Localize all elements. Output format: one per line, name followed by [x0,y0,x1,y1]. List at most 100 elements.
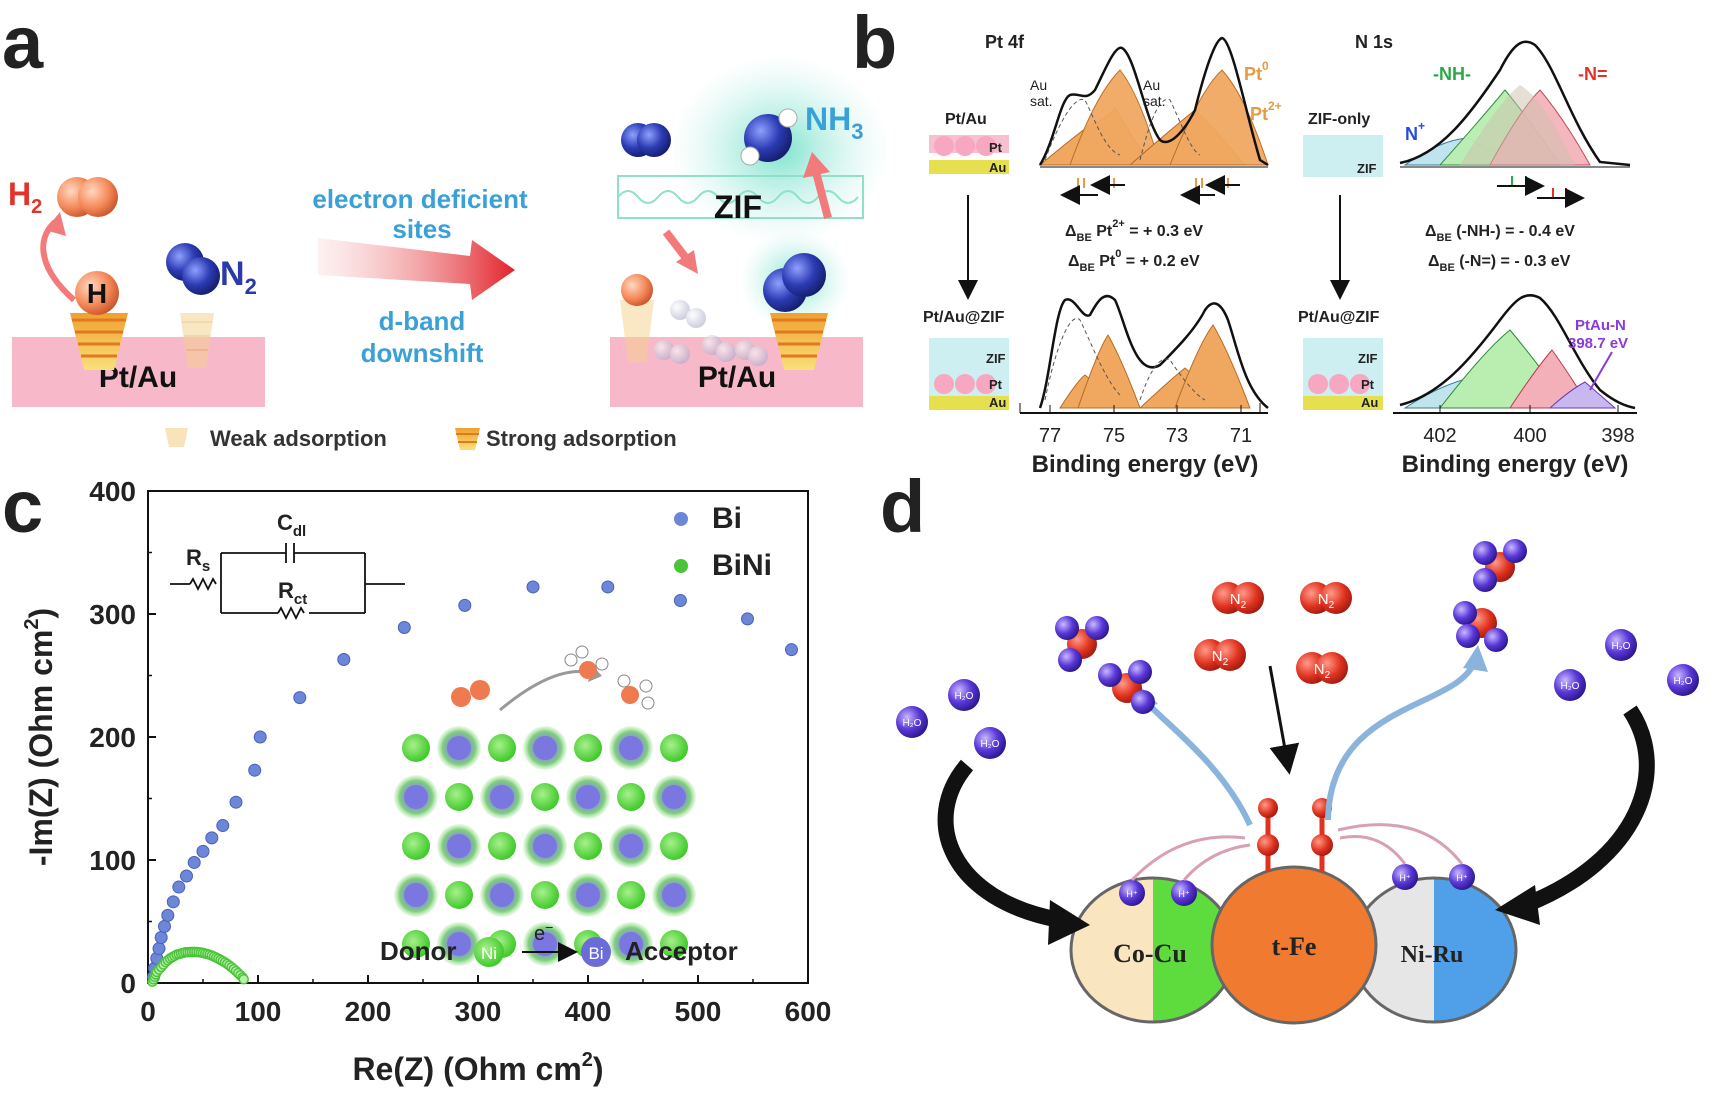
y-tick-label-100: 100 [89,845,136,876]
h2o-molecules [896,629,1699,759]
lattice-ni-site [531,881,559,909]
bi-point [248,763,262,777]
lattice-bi-core [404,785,428,809]
pt-tag-right: Pt [1361,377,1375,392]
lattice-ni-site [488,832,516,860]
bi-point [154,930,168,944]
niru-label: Ni-Ru [1401,942,1464,968]
bi-point [205,831,219,845]
bi-point [196,844,210,858]
ptaun-label: PtAu-N [1575,317,1626,334]
tfe-label: t-Fe [1272,932,1317,961]
pt4f-tick-71: 71 [1230,425,1252,447]
legend-weak-label: Weak adsorption [210,426,387,451]
lattice-bi-core [447,834,471,858]
pt-au-zif-label-left: Pt/Au@ZIF [923,309,1005,326]
lattice-ni-site [402,832,430,860]
arrow-label-d-band: d-band [379,306,466,336]
h-atom [75,271,119,315]
au-sat-left-2: sat. [1030,93,1053,109]
x-tick-label-100: 100 [235,996,282,1027]
substrate-right-label: Pt/Au [698,361,776,394]
lattice-ni-site [445,783,473,811]
pt4f-tick-75: 75 [1103,425,1125,447]
bi-point [526,580,540,594]
zif-only-label: ZIF-only [1308,111,1370,128]
legend-strong-icon [455,428,480,450]
bi-point [161,908,175,922]
h2-release-arrowhead [45,212,66,236]
legend-weak-icon [165,428,188,447]
black-arrow-left [937,759,1062,928]
n2-label-2: N2 [1318,591,1335,611]
lattice-bi-core [576,883,600,907]
black-arrowhead-left [1048,900,1090,945]
lattice-ni-site [660,734,688,762]
bi-point [741,612,754,626]
bi-point [158,919,171,933]
legend-bi-marker [674,512,688,526]
adsorbed-n2-atom-2 [782,253,826,297]
panel-label-b: b [852,1,897,84]
panel-a: a Pt/Au Pt/Au H H2 N2 electron deficient… [2,1,890,451]
au-tag-right: Au [1361,395,1378,410]
h2o-label-3: H₂O [981,739,1000,750]
lattice-bi-core [662,883,686,907]
y-tick-label-400: 400 [89,476,136,507]
panel-label-d: d [880,465,925,548]
x-tick-label-200: 200 [345,996,392,1027]
n1s-tick-400: 400 [1513,425,1546,447]
delta-neq: ΔBE (-N=) = - 0.3 eV [1428,253,1571,274]
n2-entry-arrowhead [676,250,698,274]
legend-bini-marker [674,559,688,573]
n1s-xlabel: Binding energy (eV) [1402,451,1629,478]
lattice-bi-core [404,883,428,907]
y-tick-label-300: 300 [89,599,136,630]
lattice-ni-site [617,783,645,811]
hplus-label-3: H⁺ [1399,873,1410,883]
au-tag-top: Au [989,160,1006,175]
rct-label: Rct [278,578,307,608]
nh3-h-atom-1 [778,108,798,128]
zif-label: ZIF [714,189,762,225]
h2o-label-1: H₂O [903,718,922,729]
cdl-label: Cdl [277,510,306,540]
blue-arrow-right [1325,658,1478,821]
delta-nh: ΔBE (-NH-) = - 0.4 eV [1425,223,1575,244]
lattice-grid [394,726,696,966]
zif-tag-right: ZIF [1358,351,1378,366]
n1s-tick-402: 402 [1423,425,1456,447]
transition-arrow [318,238,515,300]
n1s-bottom-spectrum [1399,294,1636,410]
hplus-label-2: H⁺ [1178,889,1189,899]
bi-point [601,580,615,594]
au-sat-right-2: sat. [1143,93,1166,109]
pt2-label: Pt2+ [1250,99,1282,124]
arrow-label-sites: sites [392,214,451,244]
bi-point [172,880,186,894]
bi-point [293,691,307,705]
bi-point [152,942,166,956]
pt4f-title: Pt 4f [985,32,1025,52]
strong-site-left [70,313,128,370]
bi-point [673,593,687,607]
shift-arrows-left [1060,175,1240,205]
h2o-label-2: H₂O [955,691,974,702]
au-tag-left: Au [989,395,1006,410]
legend-bi-label: Bi [712,502,742,535]
n1s-x-axis [1393,405,1637,414]
lattice-bi-core [619,834,643,858]
delta-pt0: ΔBE Pt0 = + 0.2 eV [1068,248,1200,274]
nh3-label: NH3 [805,101,863,144]
bi-point [166,895,180,909]
nh3-release-arrow [812,170,832,220]
lattice-ni-site [445,881,473,909]
pt4f-tick-77: 77 [1039,425,1061,447]
x-tick-label-400: 400 [565,996,612,1027]
pt-tag-left: Pt [989,377,1003,392]
strong-site-right [770,313,828,370]
lattice-ni-site [660,832,688,860]
rs-label: Rs [186,545,210,575]
